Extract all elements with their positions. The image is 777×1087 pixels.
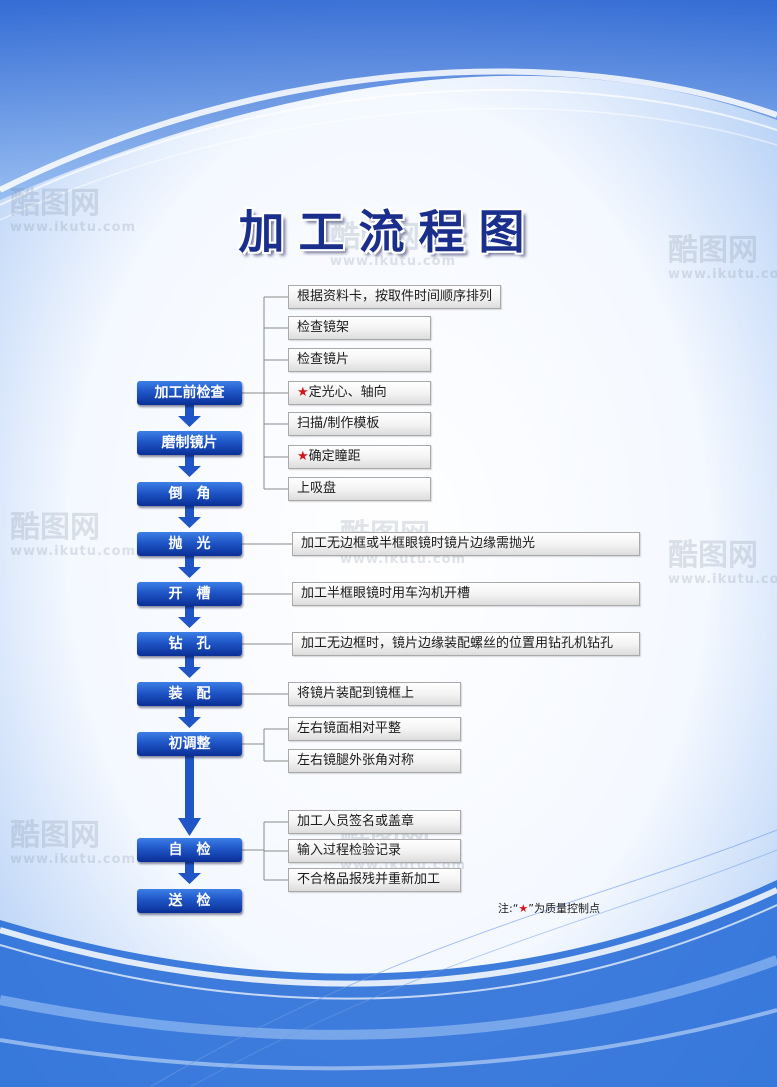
detail-box: 加工半框眼镜时用车沟机开槽 <box>292 582 640 606</box>
detail-box: 左右镜面相对平整 <box>288 717 461 741</box>
arrow-icon <box>178 405 201 427</box>
step-submit-inspection: 送 检 <box>137 889 242 913</box>
arrow-icon <box>178 756 201 836</box>
detail-box: 输入过程检验记录 <box>288 839 461 863</box>
arrow-icon <box>178 556 201 578</box>
arrow-icon <box>178 455 201 477</box>
detail-box: 扫描/制作模板 <box>288 412 431 436</box>
detail-box-quality: ★定光心、轴向 <box>288 381 431 405</box>
detail-box: 检查镜架 <box>288 316 431 340</box>
detail-box: 加工人员签名或盖章 <box>288 810 461 834</box>
detail-box: 检查镜片 <box>288 348 431 372</box>
arrow-icon <box>178 656 201 678</box>
step-assemble: 装 配 <box>137 682 242 706</box>
detail-box: 加工无边框或半框眼镜时镜片边缘需抛光 <box>292 532 640 556</box>
legend-note: 注:“★”为质量控制点 <box>498 902 600 915</box>
step-chamfer: 倒 角 <box>137 482 242 506</box>
detail-box: 根据资料卡，按取件时间顺序排列 <box>288 285 502 309</box>
step-self-check: 自 检 <box>137 838 242 862</box>
detail-box-quality: ★确定瞳距 <box>288 445 431 469</box>
detail-box: 将镜片装配到镜框上 <box>288 682 461 706</box>
detail-box: 上吸盘 <box>288 477 431 501</box>
arrow-icon <box>178 606 201 628</box>
step-initial-adjust: 初调整 <box>137 732 242 756</box>
arrow-icon <box>178 506 201 528</box>
star-icon: ★ <box>297 449 309 464</box>
detail-box: 不合格品报残并重新加工 <box>288 868 461 892</box>
arrow-icon <box>178 862 201 884</box>
detail-box: 左右镜腿外张角对称 <box>288 749 461 773</box>
detail-box: 加工无边框时，镜片边缘装配螺丝的位置用钻孔机钻孔 <box>292 632 640 656</box>
step-groove: 开 槽 <box>137 582 242 606</box>
step-polish: 抛 光 <box>137 532 242 556</box>
step-grinding: 磨制镜片 <box>137 431 242 455</box>
arrow-icon <box>178 706 201 728</box>
star-icon: ★ <box>297 385 309 400</box>
step-pre-check: 加工前检查 <box>137 381 242 405</box>
step-drill: 钻 孔 <box>137 632 242 656</box>
star-icon: ★ <box>518 902 529 915</box>
page-title: 加工流程图 <box>238 205 539 259</box>
